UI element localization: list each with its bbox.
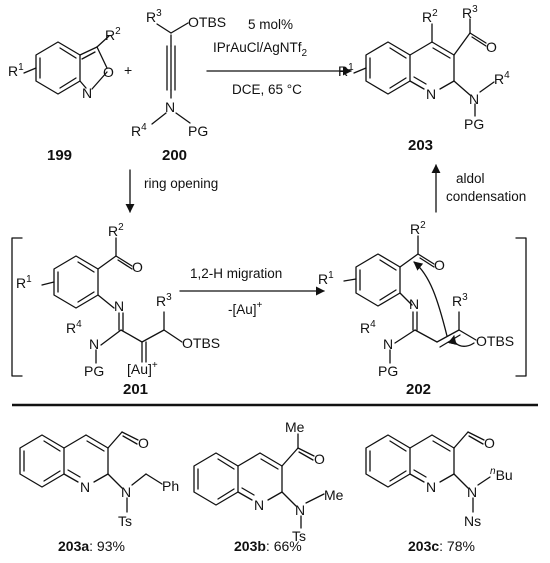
compound-201-amine-nitrogen: N xyxy=(89,336,99,352)
electron-push-arrow-enol xyxy=(447,335,475,347)
compound-201-otbs: OTBS xyxy=(182,335,220,351)
example-203a-ring-nitrogen: N xyxy=(80,479,90,495)
compound-202-imine-nitrogen: N xyxy=(409,296,419,312)
compound-203-pg: PG xyxy=(464,116,484,132)
compound-203-r1: R1 xyxy=(338,62,354,79)
example-203b-caption: 203b: 66% xyxy=(234,538,302,554)
compound-202-r4: R4 xyxy=(360,319,376,336)
compound-199-oxygen: O xyxy=(103,64,114,80)
example-203a: O N N Ph Ts 203a: 93% xyxy=(19,431,179,554)
migration-label: 1,2-H migration xyxy=(190,266,282,281)
example-203a-tosyl: Ts xyxy=(118,513,132,529)
compound-201-bonds xyxy=(41,237,183,364)
example-203b-n-methyl: Me xyxy=(324,487,344,503)
example-203a-bonds xyxy=(19,431,163,513)
compound-202-r2: R2 xyxy=(410,220,426,237)
compound-202: R2 O N N R4 PG R3 OTBS R1 202 xyxy=(318,220,514,398)
example-203c-nosyl: Ns xyxy=(464,513,481,529)
compound-202-oxygen: O xyxy=(434,257,445,273)
compound-203-ring-nitrogen: N xyxy=(426,86,436,102)
compound-200-r4: R4 xyxy=(131,122,147,139)
compound-199-r2: R2 xyxy=(105,26,121,43)
plus-sign: + xyxy=(124,62,132,78)
catalyst-loading: 5 mol% xyxy=(248,17,293,32)
intermediates-right-bracket xyxy=(515,237,527,377)
example-203b-ring-nitrogen: N xyxy=(254,497,264,513)
compound-201-gold: [Au]+ xyxy=(127,360,158,377)
ring-opening-label: ring opening xyxy=(144,176,218,191)
example-203c-bonds xyxy=(365,431,491,513)
example-203a-oxygen: O xyxy=(138,435,149,451)
example-203a-caption: 203a: 93% xyxy=(58,538,125,554)
compound-201-oxygen: O xyxy=(132,259,143,275)
example-203c-butyl: nBu xyxy=(490,466,513,483)
example-203b-bonds xyxy=(193,433,325,529)
example-203a-amine-nitrogen: N xyxy=(121,484,131,500)
compound-201-r3: R3 xyxy=(156,292,172,309)
compound-201-r4: R4 xyxy=(66,319,82,336)
compound-203-label: 203 xyxy=(408,137,433,154)
example-203b-tosyl: Ts xyxy=(292,528,306,544)
compound-199: R2 O N R1 199 xyxy=(8,26,121,164)
gold-loss-label: -[Au]+ xyxy=(228,300,263,317)
electron-push-arrow-aldol xyxy=(413,261,448,337)
example-203b-amine-nitrogen: N xyxy=(295,502,305,518)
compound-201-r2: R2 xyxy=(108,222,124,239)
compound-203-bonds xyxy=(353,18,495,117)
compound-200-bonds xyxy=(151,22,191,125)
compound-201-imine-nitrogen: N xyxy=(114,298,124,314)
compound-202-label: 202 xyxy=(406,381,431,398)
example-203c-oxygen: O xyxy=(484,435,495,451)
aldol-label-line2: condensation xyxy=(446,189,526,204)
compound-202-amine-nitrogen: N xyxy=(383,336,393,352)
compound-203: R2 R3 O N N R4 PG R1 203 xyxy=(338,4,510,154)
compound-201-pg: PG xyxy=(84,363,104,379)
aldol-label-line1: aldol xyxy=(456,171,485,186)
compound-203-oxygen: O xyxy=(486,39,497,55)
example-203c-caption: 203c: 78% xyxy=(408,538,475,554)
compound-200-r3: R3 xyxy=(146,8,162,25)
compound-201-r1: R1 xyxy=(16,274,32,291)
compound-199-r1: R1 xyxy=(8,62,24,79)
compound-200-otbs: OTBS xyxy=(188,14,226,30)
compound-200-nitrogen: N xyxy=(165,99,175,115)
compound-201: R2 O N N R4 PG R3 OTBS [Au]+ R1 201 xyxy=(16,222,220,398)
compound-199-label: 199 xyxy=(47,147,72,164)
intermediates-left-bracket xyxy=(11,237,23,377)
compound-202-otbs: OTBS xyxy=(476,333,514,349)
compound-203-r4: R4 xyxy=(494,70,510,87)
example-203c-ring-nitrogen: N xyxy=(426,479,436,495)
example-203b-acyl-methyl: Me xyxy=(285,419,305,435)
example-203c-amine-nitrogen: N xyxy=(467,484,477,500)
compound-203-r2: R2 xyxy=(422,8,438,25)
compound-203-r3: R3 xyxy=(462,4,478,21)
example-203a-phenyl: Ph xyxy=(162,478,179,494)
catalyst-name: IPrAuCl/AgNTf2 xyxy=(213,40,308,59)
compound-202-pg: PG xyxy=(378,363,398,379)
solvent-temperature: DCE, 65 °C xyxy=(232,82,302,97)
compound-200-label: 200 xyxy=(162,147,187,164)
compound-201-label: 201 xyxy=(123,381,148,398)
compound-203-amine-nitrogen: N xyxy=(469,91,479,107)
compound-200-pg: PG xyxy=(188,123,208,139)
compound-200: R3 OTBS N R4 PG 200 xyxy=(131,8,226,164)
example-203b: Me O N N Me Ts 203b: 66% xyxy=(193,419,344,554)
compound-199-bonds xyxy=(23,35,110,95)
example-203b-oxygen: O xyxy=(314,451,325,467)
example-203c: O N N nBu Ns 203c: 78% xyxy=(365,431,513,554)
compound-202-r3: R3 xyxy=(452,292,468,309)
compound-202-r1: R1 xyxy=(318,270,334,287)
compound-199-nitrogen: N xyxy=(82,85,92,101)
